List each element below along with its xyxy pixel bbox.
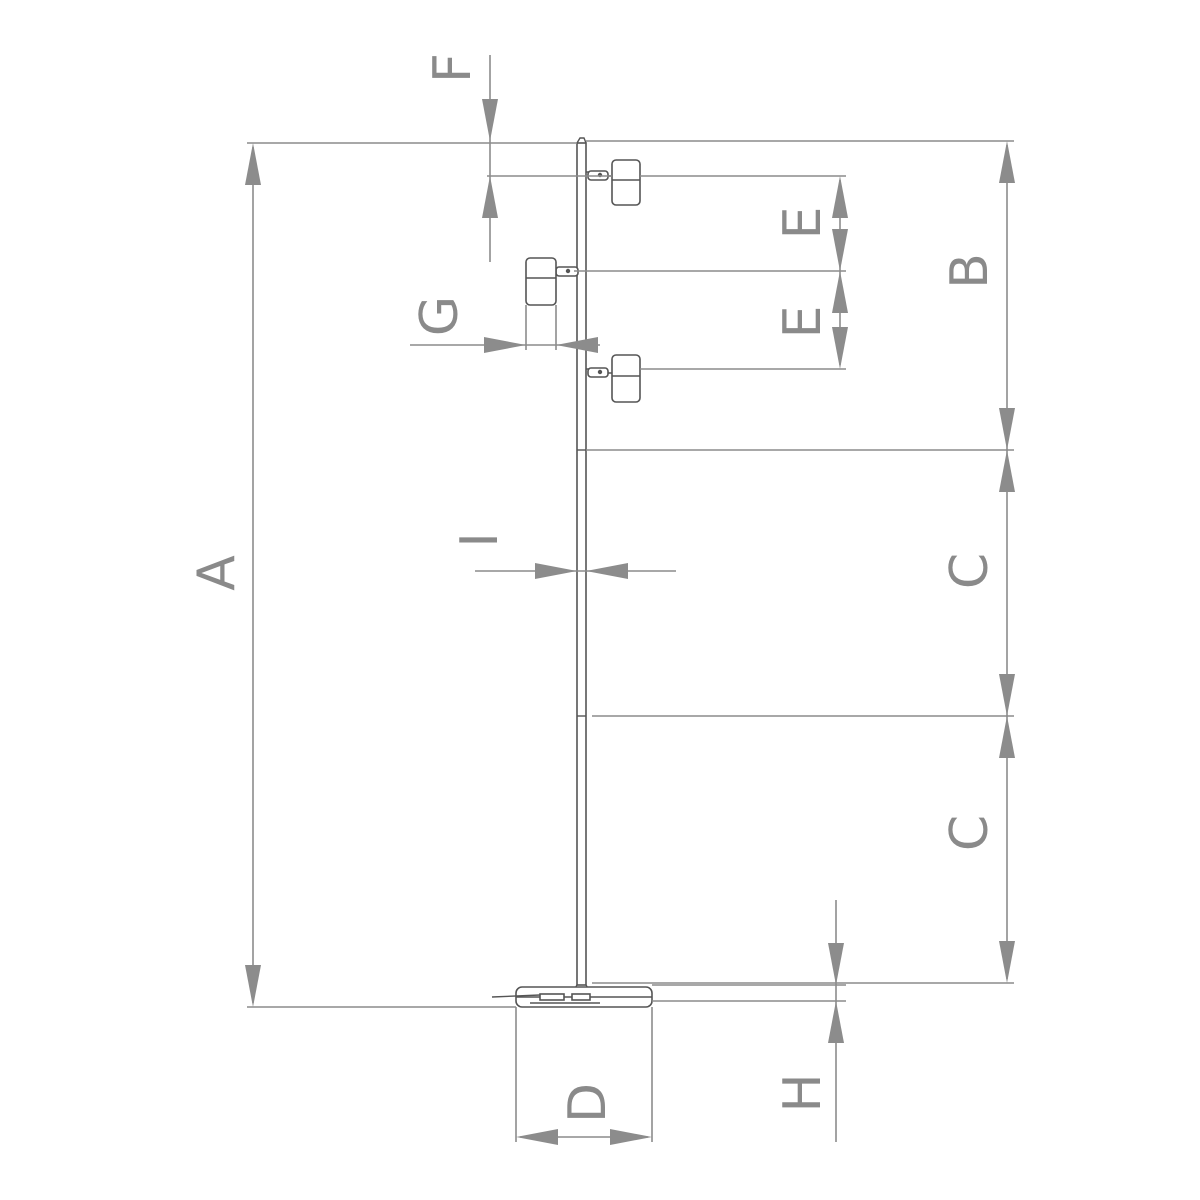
lamp-pole [576,142,587,986]
label-c-lower: C [940,815,1000,851]
dimension-arrowheads [245,99,1015,1145]
extension-lines [247,140,1014,1142]
label-f: F [423,53,483,83]
spotlight-head-middle [525,257,579,306]
label-i: I [450,532,510,547]
label-b: B [940,253,1000,289]
label-g: G [410,296,470,336]
label-c-upper: C [940,553,1000,589]
label-d: D [558,1083,618,1123]
spotlight-head-top [586,159,641,206]
label-e-lower: E [773,306,833,339]
dimension-labels: A B C C E E F G H I D [187,53,1000,1123]
spotlight-head-bottom [586,354,641,403]
lamp-base [491,984,653,1008]
label-e-upper: E [773,207,833,240]
dimension-lines [252,55,1008,1142]
floor-lamp [491,137,653,1008]
label-a: A [187,555,247,591]
label-h: H [773,1073,833,1112]
